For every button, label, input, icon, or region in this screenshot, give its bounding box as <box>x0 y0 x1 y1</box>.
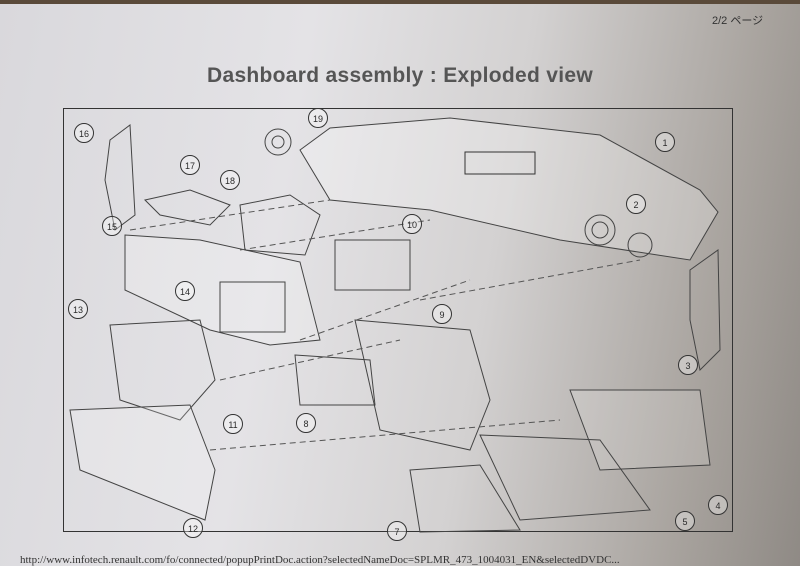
callout-15: 15 <box>102 216 122 236</box>
callout-19: 19 <box>308 108 328 128</box>
vent-19 <box>264 128 292 156</box>
radio-bracket-10 <box>334 239 411 291</box>
trim-16 <box>104 124 136 231</box>
lower-panel <box>479 434 651 521</box>
glove-panel-12 <box>69 404 216 521</box>
callout-1: 1 <box>655 132 675 152</box>
callout-8: 8 <box>296 413 316 433</box>
callout-16: 16 <box>74 123 94 143</box>
callout-18: 18 <box>220 170 240 190</box>
screen-frame <box>219 281 286 333</box>
page-title: Dashboard assembly : Exploded view <box>207 64 593 87</box>
callout-10: 10 <box>402 214 422 234</box>
instrument-cluster-18 <box>239 194 321 256</box>
footer-url: http://www.infotech.renault.com/fo/conne… <box>20 554 620 566</box>
callout-17: 17 <box>180 155 200 175</box>
bezel-8 <box>294 354 376 406</box>
callout-13: 13 <box>68 299 88 319</box>
callout-14: 14 <box>175 281 195 301</box>
console-frame-14 <box>124 234 321 346</box>
callout-5: 5 <box>675 511 695 531</box>
callout-9: 9 <box>432 304 452 324</box>
callout-12: 12 <box>183 518 203 538</box>
center-console-9 <box>354 319 491 451</box>
callout-7: 7 <box>387 521 407 541</box>
callout-4: 4 <box>708 495 728 515</box>
callout-3: 3 <box>678 355 698 375</box>
side-panel-3 <box>689 249 721 372</box>
center-vent <box>464 151 536 175</box>
callout-11: 11 <box>223 414 243 434</box>
lower-trim-7 <box>409 464 521 533</box>
cover-17 <box>144 189 231 226</box>
glovebox-4 <box>569 389 711 471</box>
right-vent <box>584 214 616 246</box>
photo-edge <box>0 0 800 4</box>
page-indicator: 2/2 ページ <box>712 15 764 27</box>
callout-2: 2 <box>626 194 646 214</box>
steering-column-cover-13 <box>109 319 216 421</box>
